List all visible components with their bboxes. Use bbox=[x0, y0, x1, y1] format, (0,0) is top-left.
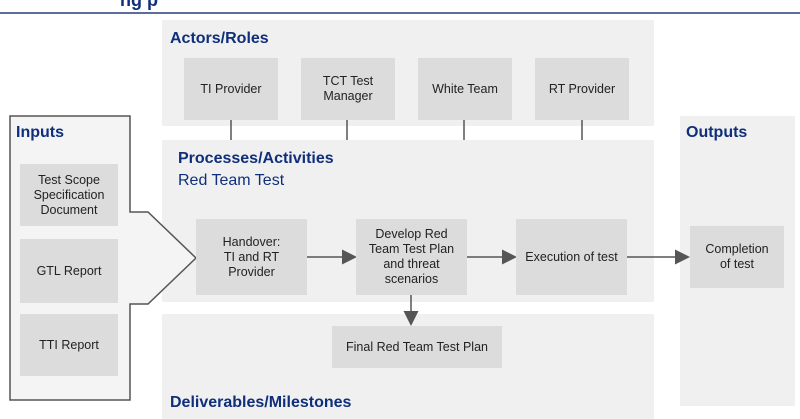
process-develop-test-plan: Develop Red Team Test Plan and threat sc… bbox=[356, 219, 467, 295]
actors-heading: Actors/Roles bbox=[170, 30, 269, 47]
input-test-scope-document: Test Scope Specification Document bbox=[20, 164, 118, 226]
output-completion-of-test: Completion of test bbox=[690, 226, 784, 288]
processes-heading: Processes/Activities bbox=[178, 150, 334, 167]
outputs-heading: Outputs bbox=[686, 124, 748, 141]
process-execution-of-test: Execution of test bbox=[516, 219, 627, 295]
deliverables-heading: Deliverables/Milestones bbox=[170, 394, 352, 411]
actor-tct-test-manager: TCT Test Manager bbox=[301, 58, 395, 120]
processes-subheading: Red Team Test bbox=[178, 172, 285, 189]
header-rule bbox=[0, 12, 800, 14]
actor-ti-provider: TI Provider bbox=[184, 58, 278, 120]
input-gtl-report: GTL Report bbox=[20, 239, 118, 303]
header-title-fragment: ng p bbox=[120, 0, 158, 10]
input-tti-report: TTI Report bbox=[20, 314, 118, 376]
actor-white-team: White Team bbox=[418, 58, 512, 120]
actor-rt-provider: RT Provider bbox=[535, 58, 629, 120]
deliverable-final-test-plan: Final Red Team Test Plan bbox=[332, 326, 502, 368]
process-handover: Handover: TI and RT Provider bbox=[196, 219, 307, 295]
inputs-heading: Inputs bbox=[16, 124, 64, 141]
